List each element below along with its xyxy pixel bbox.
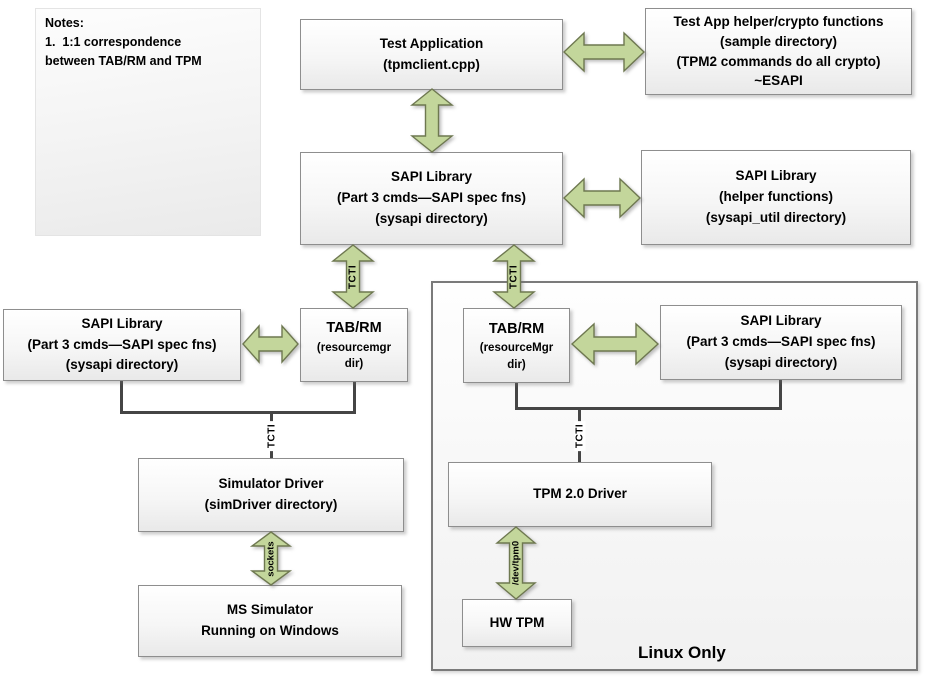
box-line: (Part 3 cmds—SAPI spec fns)	[27, 336, 217, 352]
box-line: (sysapi directory)	[724, 354, 838, 370]
sapi-library-main-box: SAPI Library (Part 3 cmds—SAPI spec fns)…	[300, 152, 563, 245]
arrow-sapi-helper	[562, 177, 642, 219]
arrow-tcti-right: TCTI	[492, 244, 536, 309]
hw-tpm-box: HW TPM	[462, 599, 572, 647]
tcti-connector-label-left: TCTI	[266, 420, 278, 452]
connector-left-tabrm-stub	[353, 380, 356, 414]
notes-title: Notes:	[45, 16, 84, 30]
test-application-box: Test Application (tpmclient.cpp)	[300, 19, 563, 90]
connector-right-tabrm-stub	[515, 381, 518, 410]
double-arrow-icon	[570, 322, 660, 366]
tpm-driver-box: TPM 2.0 Driver	[448, 462, 712, 527]
tabrm-right-box: TAB/RM (resourceMgr dir)	[463, 308, 570, 383]
box-line: Test App helper/crypto functions	[673, 14, 884, 30]
box-line: (tpmclient.cpp)	[383, 56, 480, 72]
box-line: SAPI Library	[740, 313, 822, 329]
box-line: TAB/RM	[488, 320, 545, 337]
double-arrow-icon	[410, 88, 454, 153]
arrow-sapileft-tabrm	[242, 324, 299, 364]
box-line: TAB/RM	[326, 320, 382, 337]
double-arrow-icon	[562, 177, 642, 219]
box-line: Test Application	[379, 35, 484, 51]
arrow-testapp-helper	[562, 31, 646, 73]
double-arrow-icon	[242, 324, 299, 364]
test-app-helper-box: Test App helper/crypto functions (sample…	[645, 8, 912, 95]
box-line: ~ESAPI	[754, 73, 803, 89]
box-line: (sysapi directory)	[375, 210, 488, 226]
box-line: SAPI Library	[81, 315, 163, 331]
dev-tpm0-label: /dev/tpm0	[510, 540, 522, 586]
box-line: Simulator Driver	[218, 476, 324, 492]
box-line: SAPI Library	[390, 169, 473, 185]
sapi-library-helper-box: SAPI Library (helper functions) (sysapi_…	[641, 150, 911, 245]
box-line: Running on Windows	[201, 623, 339, 638]
box-line: HW TPM	[489, 614, 545, 630]
linux-only-label: Linux Only	[638, 643, 726, 662]
box-line: (Part 3 cmds—SAPI spec fns)	[336, 190, 527, 206]
box-line: MS Simulator	[226, 602, 314, 618]
arrow-sockets: sockets	[249, 531, 293, 586]
connector-right-bus	[515, 407, 782, 410]
box-line: (helper functions)	[719, 189, 833, 205]
tcti-label: TCTI	[347, 264, 359, 289]
sapi-library-right-box: SAPI Library (Part 3 cmds—SAPI spec fns)…	[660, 305, 902, 380]
arrow-devtpm0: /dev/tpm0	[495, 526, 537, 600]
connector-right-sapi-stub	[779, 378, 782, 410]
box-line: (resourceMgr	[479, 342, 554, 355]
box-line: (sysapi directory)	[65, 357, 179, 373]
box-line: dir)	[507, 358, 526, 371]
box-line: SAPI Library	[735, 168, 817, 184]
box-line: (sysapi_util directory)	[705, 209, 847, 225]
box-line: TPM 2.0 Driver	[533, 486, 627, 502]
simulator-driver-box: Simulator Driver (simDriver directory)	[138, 458, 404, 532]
notes-line: between TAB/RM and TPM	[45, 53, 202, 68]
double-arrow-icon	[249, 531, 293, 586]
sockets-label: sockets	[265, 540, 277, 577]
double-arrow-icon	[492, 244, 536, 309]
sapi-library-left-box: SAPI Library (Part 3 cmds—SAPI spec fns)…	[3, 309, 241, 381]
box-line: (TPM2 commands do all crypto)	[676, 53, 881, 69]
notes-box: Notes: 1. 1:1 correspondence between TAB…	[35, 8, 261, 236]
connector-left-sapi-stub	[120, 380, 123, 414]
tcti-label: TCTI	[508, 264, 520, 289]
tcti-connector-label-right: TCTI	[574, 420, 586, 452]
double-arrow-icon	[495, 526, 537, 600]
double-arrow-icon	[562, 31, 646, 73]
tabrm-left-box: TAB/RM (resourcemgr dir)	[300, 308, 408, 382]
box-line: dir)	[344, 358, 364, 371]
double-arrow-icon	[331, 244, 375, 309]
arrow-testapp-sapi	[410, 88, 454, 153]
ms-simulator-box: MS Simulator Running on Windows	[138, 585, 402, 657]
notes-line: 1. 1:1 correspondence	[45, 34, 182, 49]
box-line: (simDriver directory)	[204, 497, 338, 512]
arrow-tcti-left: TCTI	[331, 244, 375, 309]
connector-left-bus	[120, 411, 356, 414]
box-line: (Part 3 cmds—SAPI spec fns)	[686, 334, 876, 350]
box-line: (resourcemgr	[316, 341, 392, 354]
arrow-tabrm-sapiright	[570, 322, 660, 366]
box-line: (sample directory)	[719, 33, 838, 49]
